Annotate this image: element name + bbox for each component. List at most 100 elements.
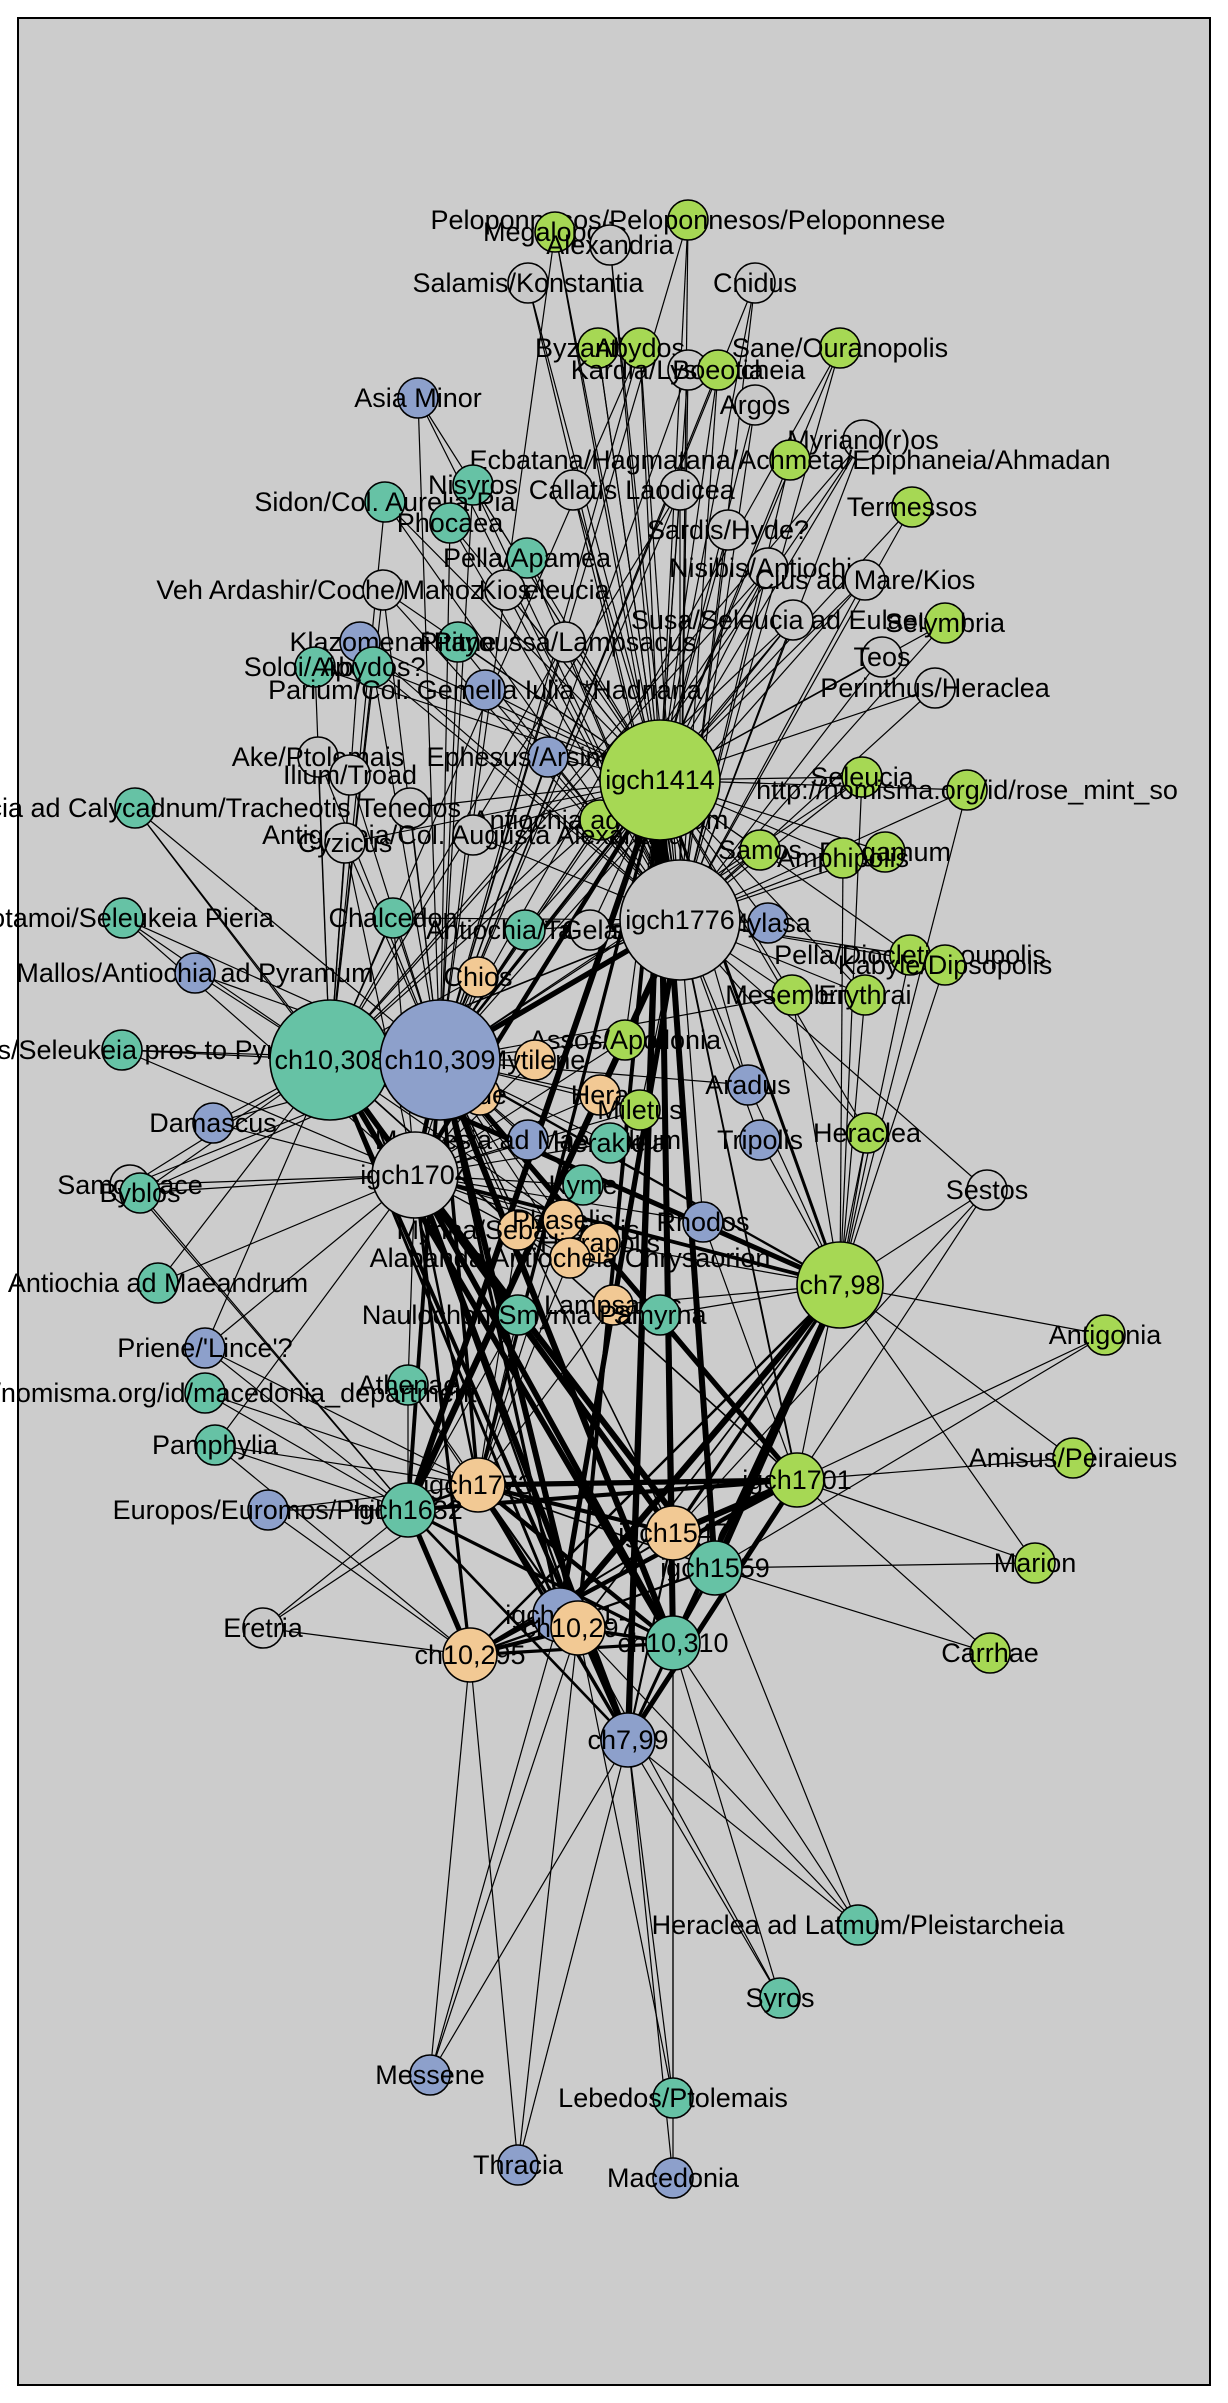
node-97-circle: [409, 2054, 451, 2096]
node-19-circle: [429, 502, 471, 544]
node-56-label: Mallos/Antiochia ad Pyramum: [16, 958, 373, 988]
node-26-label: Susa/Seleucia ad Eulaeum: [631, 605, 955, 635]
edge-281: [672, 1642, 781, 1999]
node-9-circle: [697, 349, 739, 391]
hub-12-circle: [442, 1627, 498, 1683]
edge-130: [344, 842, 416, 1176]
edge-344: [477, 1483, 674, 1535]
node-4-label: Cnidus: [713, 268, 797, 298]
edge-262: [214, 1174, 416, 1446]
node-10-label: Argos: [720, 390, 791, 420]
node-41-circle: [114, 787, 156, 829]
node-30-circle: [544, 621, 586, 663]
edge-14: [679, 347, 841, 921]
edge-247: [796, 1334, 1106, 1481]
hub-2-circle: [599, 719, 721, 841]
node-88-circle: [184, 1372, 226, 1414]
node-74-circle: [119, 1172, 161, 1214]
node-57-circle: [457, 956, 499, 998]
node-27-circle: [924, 602, 966, 644]
node-46-circle: [739, 829, 781, 871]
edge-165: [791, 994, 841, 1286]
plot-frame: [17, 17, 1211, 2386]
node-68-circle: [507, 1119, 549, 1161]
edge-178: [121, 1049, 416, 1176]
edge-157: [839, 964, 946, 1286]
node-38-label: Ilium/Troad: [283, 760, 417, 790]
node-24-label: Kios: [479, 575, 532, 605]
node-18-circle: [364, 481, 406, 523]
node-35-label: Perinthus/Heraclea: [820, 673, 1051, 703]
edge-347: [476, 1483, 675, 1645]
hub-1-label: ch10,309: [384, 1045, 495, 1075]
node-65-label: Aradus: [705, 1070, 791, 1100]
edge-329: [671, 1284, 842, 1534]
node-87-label: Athenae: [358, 1370, 459, 1400]
node-11-circle: [842, 419, 884, 461]
edge-36: [417, 397, 441, 1061]
node-47-circle: [864, 831, 906, 873]
edge-309: [406, 1059, 442, 1511]
node-49-circle: [102, 897, 144, 939]
node-46-label: Samos: [718, 835, 802, 865]
node-75-circle: [966, 1169, 1008, 1211]
edge-222: [477, 1229, 519, 1486]
edge-267: [267, 1509, 471, 1656]
edge-30: [659, 439, 864, 781]
edge-308: [438, 1059, 480, 1486]
node-37-label: Ake/Ptolemais: [232, 742, 405, 772]
edge-99: [439, 689, 486, 1061]
node-22-circle: [747, 547, 789, 589]
node-12-circle: [397, 377, 439, 419]
edge-47: [329, 489, 681, 1061]
edge-360: [468, 1478, 799, 1657]
node-33-label: Abydos?: [320, 652, 425, 682]
node-83-circle: [497, 1294, 539, 1336]
node-21-circle: [506, 537, 548, 579]
edge-327: [557, 919, 683, 1616]
edge-96: [372, 666, 441, 1061]
hub-7-label: igch1632: [353, 1495, 463, 1525]
edge-287: [627, 1739, 674, 2099]
node-23-circle: [362, 569, 404, 611]
node-84-label: Smyrna: [613, 1300, 707, 1330]
node-78-circle: [682, 1201, 724, 1243]
hub-7-circle: [380, 1482, 436, 1538]
node-44-circle: [452, 814, 494, 856]
node-72-label: Kyme: [548, 1170, 617, 1200]
edge-260: [214, 1444, 479, 1486]
hub-1-circle: [379, 999, 501, 1121]
node-5-circle: [819, 327, 861, 369]
node-53-circle: [747, 902, 789, 944]
node-65-circle: [727, 1064, 769, 1106]
node-21-label: Pella/Apamea: [443, 543, 612, 573]
edge-285: [429, 1627, 579, 2076]
edge-216: [796, 1189, 988, 1481]
node-66-label: Miletus: [597, 1095, 683, 1125]
node-37-circle: [297, 736, 339, 778]
hub-11-circle: [645, 1615, 701, 1671]
node-50-circle: [372, 897, 414, 939]
edge-87: [439, 641, 566, 1061]
edge-310: [439, 1059, 674, 1534]
node-11-label: Myriand(r)os: [787, 425, 939, 455]
hub-5-circle: [371, 1131, 459, 1219]
hub-10-label: igch1701: [742, 1465, 852, 1495]
edge-328: [414, 1173, 841, 1287]
edge-340: [413, 1174, 472, 1656]
node-15-label: Callatis: [529, 475, 618, 505]
hub-12-label: ch10,295: [414, 1640, 525, 1670]
node-52-label: Gela: [561, 915, 619, 945]
node-81-circle: [137, 1262, 179, 1304]
node-1-circle: [534, 211, 576, 253]
node-31-circle: [861, 636, 903, 678]
edge-339: [412, 1173, 676, 1645]
node-91-circle: [247, 1489, 289, 1531]
edge-212: [139, 1174, 416, 1194]
node-71-label: Tripolis: [717, 1125, 803, 1155]
node-48-label: Amphipolis: [777, 843, 909, 873]
node-59-label: Erythrai: [818, 980, 911, 1010]
edge-261: [214, 1444, 471, 1656]
edge-237: [157, 1174, 416, 1284]
node-100-circle: [652, 2157, 694, 2199]
